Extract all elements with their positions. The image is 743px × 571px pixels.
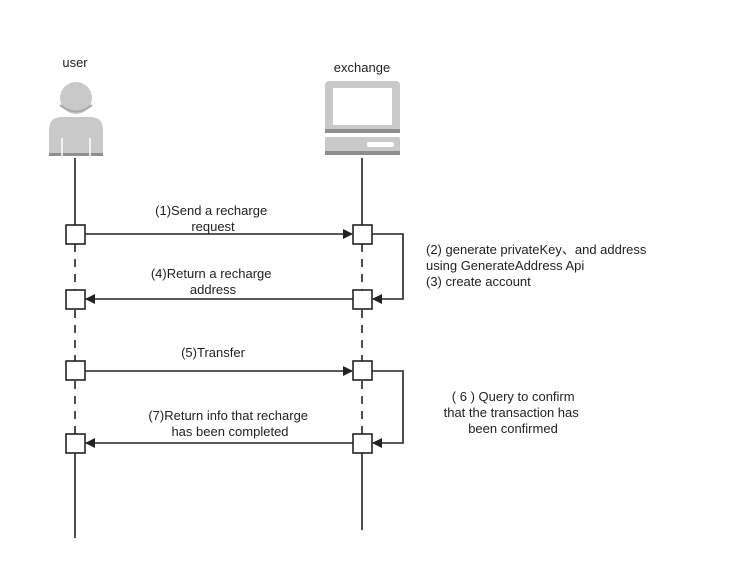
activation-box: [352, 360, 373, 381]
message-label-4: (4)Return a recharge address: [151, 266, 275, 297]
actor-label-exchange: exchange: [334, 60, 390, 75]
activation-box: [352, 289, 373, 310]
activation-box: [65, 224, 86, 245]
computer-icon: [325, 81, 400, 155]
activation-boxes-exchange: [352, 224, 373, 454]
message-label-7: (7)Return info that recharge has been co…: [148, 408, 311, 439]
self-call-arrow-6: [372, 370, 404, 448]
actor-label-user: user: [62, 55, 88, 70]
self-call-arrow-2-3: [372, 233, 404, 304]
activation-box: [352, 224, 373, 245]
activation-box: [65, 433, 86, 454]
activation-box: [65, 289, 86, 310]
message-label-1: (1)Send a recharge request: [155, 203, 271, 234]
activation-box: [352, 433, 373, 454]
self-call-label-6: ( 6 ) Query to confirm that the transact…: [444, 389, 583, 436]
activation-box: [65, 360, 86, 381]
message-label-5: (5)Transfer: [181, 345, 245, 360]
lifeline-dashed-segments: [74, 244, 363, 434]
user-icon: [49, 82, 103, 156]
self-call-label-2-3: (2) generate privateKey、and address usin…: [426, 242, 650, 289]
